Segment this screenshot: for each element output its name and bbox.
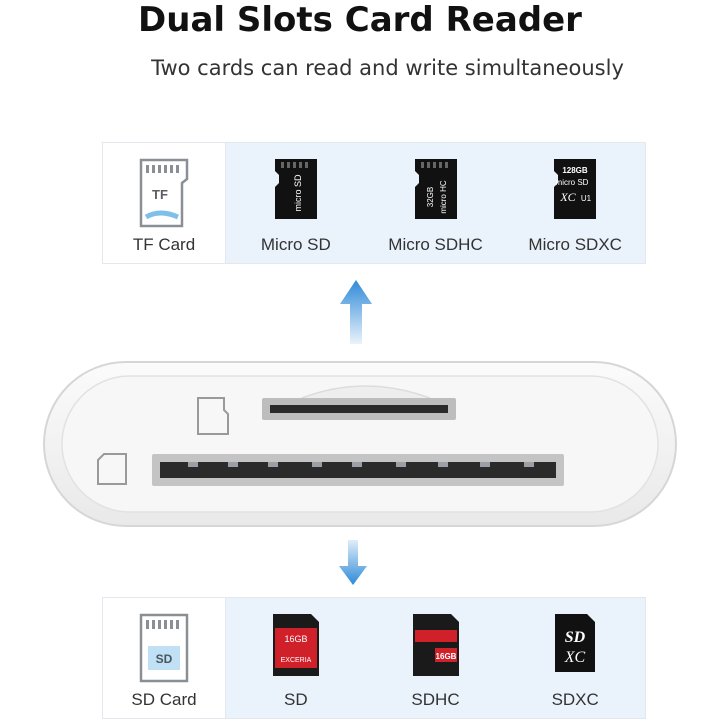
arrow-up-icon [340, 280, 372, 344]
card-micro-sdxc: 128GB micro SD XC U1 Micro SDXC [505, 143, 645, 263]
svg-text:XC: XC [564, 649, 586, 666]
card-tf: TF TF Card [103, 143, 226, 263]
svg-text:16GB: 16GB [435, 652, 456, 661]
svg-text:128GB: 128GB [562, 166, 588, 175]
micro-sdhc-card-icon: 32GB micro HC [413, 157, 459, 221]
top-card-panel: TF TF Card micro SD Micro SD 32GB [102, 142, 646, 264]
page-subtitle: Two cards can read and write simultaneou… [151, 56, 624, 80]
micro-sdxc-card-icon: 128GB micro SD XC U1 [552, 157, 598, 221]
card-label: TF Card [132, 235, 196, 254]
svg-text:SD: SD [156, 652, 173, 666]
card-label: SD Card [131, 690, 197, 709]
card-label: SDXC [551, 690, 599, 709]
svg-text:32GB: 32GB [426, 187, 435, 207]
card-sdhc: 16GB SDHC [366, 598, 506, 718]
sdxc-card-icon: SD XC [553, 612, 597, 674]
card-label: Micro SDHC [388, 235, 483, 254]
micro-sd-slot-icon [197, 397, 229, 435]
sdhc-card-icon: 16GB [411, 612, 461, 678]
card-label: SDHC [411, 690, 460, 709]
page-title: Dual Slots Card Reader [138, 0, 582, 40]
card-sd-outline: SD SD Card [103, 598, 226, 718]
card-label: Micro SDXC [528, 235, 622, 254]
bottom-card-panel: SD SD Card 16GB EXCERIA SD [102, 597, 646, 719]
card-micro-sdhc: 32GB micro HC Micro SDHC [366, 143, 506, 263]
svg-text:micro HC: micro HC [439, 180, 448, 214]
arrow-down-icon [339, 540, 367, 585]
card-reader-device [43, 361, 677, 527]
sd-card-outline-icon: SD [138, 612, 190, 684]
svg-text:micro SD: micro SD [293, 174, 303, 212]
tf-card-outline-icon: TF [138, 157, 190, 229]
card-sdxc: SD XC SDXC [505, 598, 645, 718]
svg-text:SD: SD [565, 629, 586, 646]
svg-text:EXCERIA: EXCERIA [280, 657, 311, 664]
card-micro-sd: micro SD Micro SD [226, 143, 366, 263]
micro-sd-card-icon: micro SD [273, 157, 319, 221]
card-label: SD [284, 690, 308, 709]
svg-text:TF: TF [152, 187, 168, 202]
card-sd: 16GB EXCERIA SD [226, 598, 366, 718]
svg-text:micro SD: micro SD [556, 178, 589, 187]
svg-text:16GB: 16GB [284, 634, 307, 644]
sd-slot-icon [97, 453, 127, 485]
svg-text:XC: XC [560, 190, 577, 204]
svg-text:U1: U1 [581, 194, 592, 203]
card-label: Micro SD [260, 235, 331, 254]
sd-card-red-icon: 16GB EXCERIA [271, 612, 321, 678]
